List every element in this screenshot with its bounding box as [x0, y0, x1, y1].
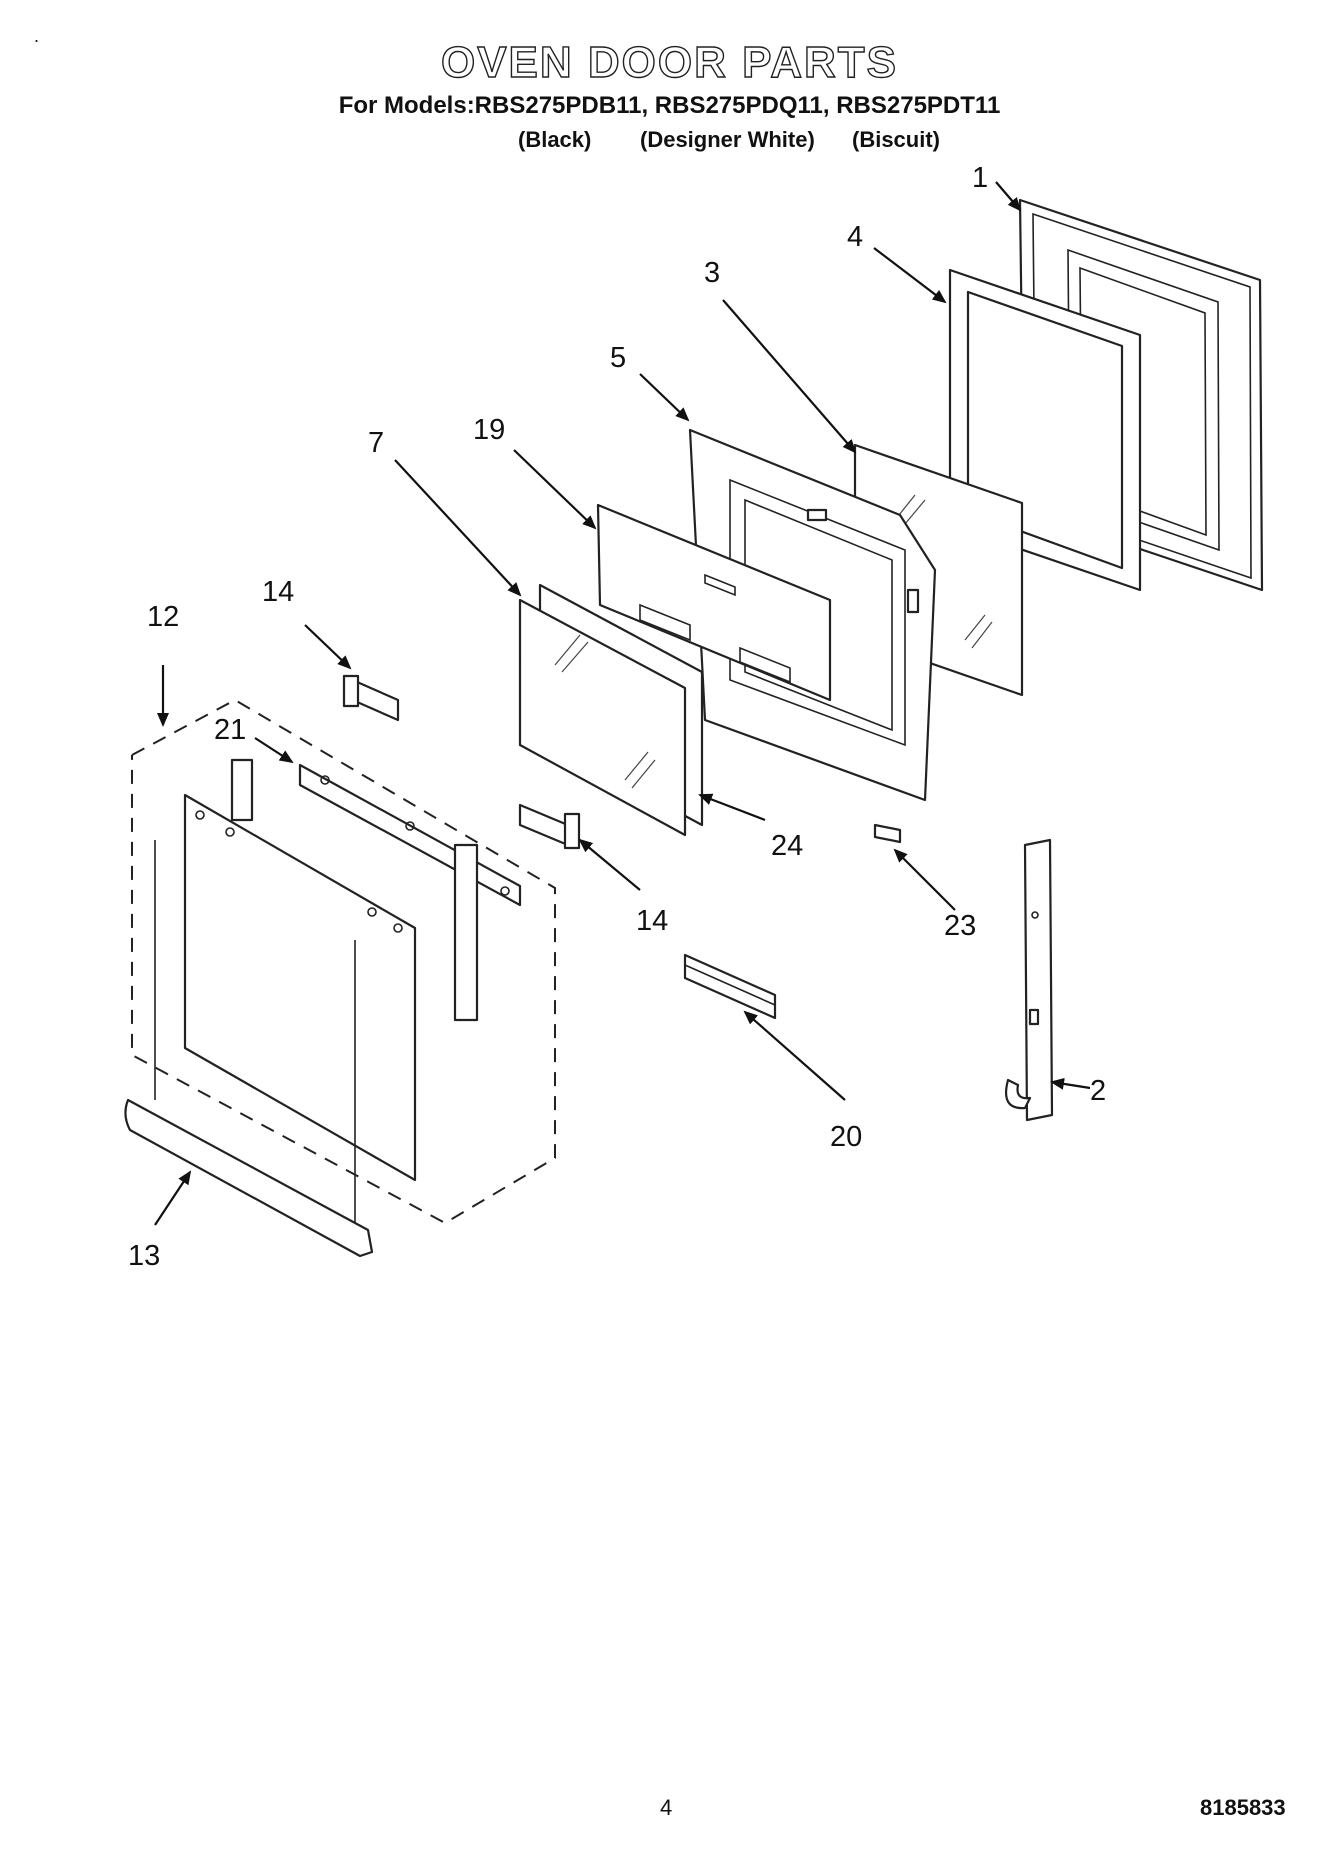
corner-mark: .	[34, 26, 40, 46]
models-line: For Models:RBS275PDB11, RBS275PDQ11, RBS…	[338, 92, 1001, 119]
page-number: 4	[660, 1795, 673, 1820]
callout-14-lower: 14	[636, 905, 668, 937]
part-14-bracket-upper	[342, 674, 400, 722]
callout-4: 4	[847, 221, 863, 253]
color-designer-white: (Designer White)	[640, 127, 815, 152]
leader-lines	[154, 181, 1091, 1226]
part-20-vent-strip	[683, 953, 777, 1020]
callout-20: 20	[830, 1121, 862, 1153]
callout-24: 24	[771, 830, 803, 862]
callout-3: 3	[704, 257, 720, 289]
color-biscuit: (Biscuit)	[852, 127, 940, 152]
callout-1: 1	[972, 162, 988, 194]
callout-5: 5	[610, 342, 626, 374]
callout-12: 12	[147, 601, 179, 633]
page-title: OVEN DOOR PARTS	[440, 37, 898, 87]
callout-7: 7	[368, 427, 384, 459]
part-12-door-liner	[131, 698, 556, 1225]
callout-2: 2	[1090, 1075, 1106, 1107]
part-14-bracket-lower	[518, 803, 581, 850]
part-23-clip	[873, 823, 902, 844]
callout-21: 21	[214, 714, 246, 746]
callout-19: 19	[473, 414, 505, 446]
part-19-shield	[596, 503, 832, 702]
color-black: (Black)	[518, 127, 592, 152]
part-13-bottom-trim	[124, 1098, 374, 1258]
callout-13: 13	[128, 1240, 160, 1272]
document-code: 8185833	[1200, 1795, 1286, 1820]
callout-23: 23	[944, 910, 976, 942]
part-7-glass-pack	[518, 583, 704, 837]
callout-14-upper: 14	[262, 576, 294, 608]
part-2-hinge-channel	[1004, 838, 1054, 1122]
